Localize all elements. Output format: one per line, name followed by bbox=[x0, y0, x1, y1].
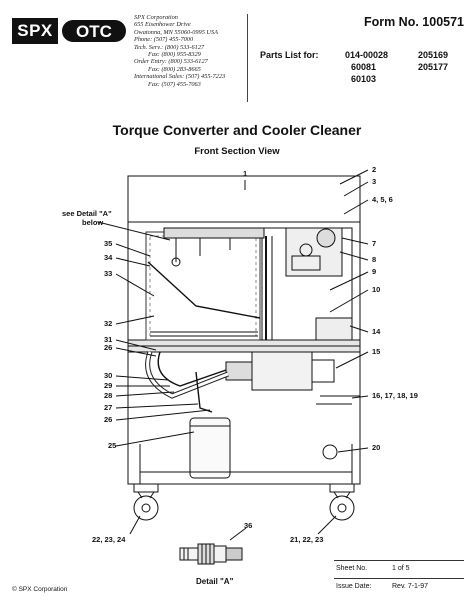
detail-a-caption: Detail "A" bbox=[196, 577, 234, 586]
otc-logo-text: OTC bbox=[76, 22, 112, 41]
address-line: SPX Corporation bbox=[134, 14, 178, 21]
see-detail-below-label: below bbox=[82, 218, 104, 227]
part-number: 014-00028 bbox=[345, 50, 389, 60]
address-line: International Sales: (507) 455-7223 bbox=[134, 73, 226, 81]
callout-2: 2 bbox=[372, 165, 377, 174]
callout-4-5-6: 4, 5, 6 bbox=[372, 195, 393, 204]
callout-14: 14 bbox=[372, 327, 381, 336]
sheet-label: Sheet No. bbox=[336, 565, 368, 572]
callout-8: 8 bbox=[372, 255, 377, 264]
sheet-value: 1 of 5 bbox=[392, 565, 410, 572]
callout-33: 33 bbox=[104, 269, 113, 278]
issue-label: Issue Date: bbox=[336, 583, 372, 590]
callout-20: 20 bbox=[372, 443, 381, 452]
callout-21-22-23: 21, 22, 23 bbox=[290, 535, 324, 544]
address-line: Fax: (800) 283-8665 bbox=[148, 65, 201, 73]
callout-27: 27 bbox=[104, 403, 113, 412]
callout-26-upper: 26 bbox=[104, 343, 113, 352]
page-title: Torque Converter and Cooler Cleaner bbox=[112, 122, 362, 138]
part-number: 60103 bbox=[351, 74, 377, 84]
address-line: Phone: (507) 455-7000 bbox=[134, 36, 194, 44]
callout-1: 1 bbox=[243, 169, 248, 178]
issue-value: Rev. 7-1-97 bbox=[392, 583, 429, 590]
callout-32: 32 bbox=[104, 319, 113, 328]
address-line: 655 Eisenhower Drive bbox=[134, 21, 191, 29]
callout-25: 25 bbox=[108, 441, 117, 450]
callout-35: 35 bbox=[104, 239, 113, 248]
cabinet-outline bbox=[127, 221, 361, 485]
callout-15: 15 bbox=[372, 347, 381, 356]
address-line: Tech. Serv.: (800) 533-6127 bbox=[134, 43, 205, 51]
parts-list-label: Parts List for: bbox=[260, 50, 319, 60]
otc-logo: OTC bbox=[62, 20, 126, 42]
callout-3: 3 bbox=[372, 177, 377, 186]
callout-30: 30 bbox=[104, 371, 113, 380]
address-line: Fax: (800) 955-8329 bbox=[148, 51, 201, 59]
part-number: 60081 bbox=[351, 62, 377, 72]
callout-29: 29 bbox=[104, 381, 113, 390]
lid-outline bbox=[127, 175, 361, 223]
part-number: 205169 bbox=[418, 50, 449, 60]
see-detail-a-label: see Detail "A" bbox=[62, 209, 112, 218]
page-subtitle: Front Section View bbox=[194, 146, 280, 157]
company-address: SPX Corporation 655 Eisenhower Drive Owa… bbox=[134, 14, 254, 88]
callout-22-23-24: 22, 23, 24 bbox=[92, 535, 126, 544]
copyright: © SPX Corporation bbox=[12, 586, 68, 593]
address-line: Owatonna, MN 55060-0995 USA bbox=[134, 28, 218, 36]
callout-16-17-18-19: 16, 17, 18, 19 bbox=[372, 391, 418, 400]
address-line: Fax: (507) 455-7063 bbox=[148, 80, 201, 88]
callout-9: 9 bbox=[372, 267, 377, 276]
form-number: Form No. 100571 bbox=[363, 15, 464, 29]
detail-a-fitting bbox=[179, 543, 243, 565]
callout-10: 10 bbox=[372, 285, 381, 294]
address-line: Order Entry: (800) 533-6127 bbox=[134, 58, 208, 66]
issue-row: Issue Date: Rev. 7-1-97 bbox=[334, 578, 464, 596]
header-divider bbox=[247, 14, 248, 102]
callout-7: 7 bbox=[372, 239, 377, 248]
callout-34: 34 bbox=[104, 253, 113, 262]
callout-28: 28 bbox=[104, 391, 113, 400]
sheet-row: Sheet No. 1 of 5 bbox=[334, 560, 464, 578]
callout-36: 36 bbox=[244, 521, 253, 530]
callout-31: 31 bbox=[104, 335, 113, 344]
spx-logo: SPX bbox=[12, 18, 58, 44]
callout-26-lower: 26 bbox=[104, 415, 113, 424]
part-number: 205177 bbox=[418, 62, 449, 72]
